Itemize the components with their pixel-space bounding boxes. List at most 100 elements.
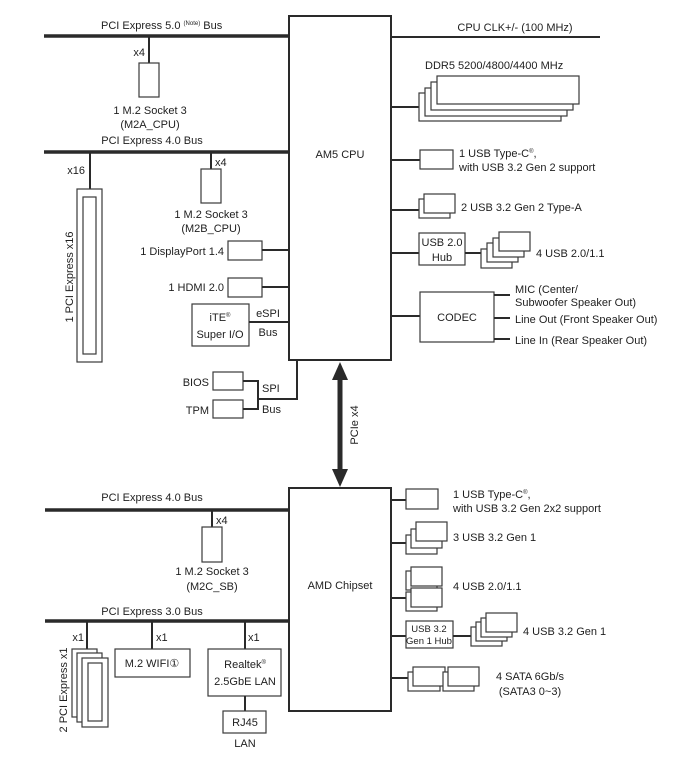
m2c-label-line1: 1 M.2 Socket 3 <box>175 566 248 578</box>
espi-label-line1: eSPI <box>256 308 280 320</box>
m2a-lanes: x4 <box>133 47 145 59</box>
spi-bus-connector <box>243 380 259 410</box>
super-io-label-line2: Super I/O <box>196 329 244 341</box>
wifi-label: M.2 WIFI① <box>125 658 180 670</box>
cpu-usb-c-label-line2: with USB 3.2 Gen 2 support <box>458 162 595 174</box>
memory-label: DDR5 5200/4800/4400 MHz <box>425 60 563 72</box>
super-io-reg-mark: ® <box>226 312 231 319</box>
spi-bus-link <box>258 360 298 400</box>
displayport-port <box>227 240 263 261</box>
usb2-port-stack <box>480 231 531 269</box>
chipset-usb-c-label-line1: 1 USB Type-C®, <box>453 489 531 501</box>
pcie-x16-slot-inner <box>82 196 97 355</box>
pcie-x1-label: 2 PCI Express x1 <box>58 648 70 733</box>
pcie-x1-lanes: x1 <box>72 632 84 644</box>
pcie-x1-slot-inner <box>87 662 103 722</box>
cpu-usb-c-port <box>419 149 454 170</box>
arrow-up-icon <box>332 362 348 380</box>
chipset-block <box>288 487 392 712</box>
cpu-usb-c-text: 1 USB Type-C <box>459 148 529 160</box>
dimm-stack <box>418 75 580 122</box>
displayport-label: 1 DisplayPort 1.4 <box>140 246 224 258</box>
usb-port <box>410 587 443 608</box>
usb-gen1-stack <box>405 521 448 555</box>
usb-port <box>423 193 456 214</box>
spi-label-line2: Bus <box>262 404 281 416</box>
gen1-hub-ports-label: 4 USB 3.2 Gen 1 <box>523 626 606 638</box>
tpm-chip <box>212 399 244 419</box>
super-io-chip <box>191 303 250 347</box>
m2a-socket <box>138 62 160 98</box>
usb2-hub <box>418 232 466 266</box>
sata-port <box>447 666 480 687</box>
chipset-usb-c-text: 1 USB Type-C <box>453 489 523 501</box>
tpm-label: TPM <box>186 405 209 417</box>
bios-label: BIOS <box>183 377 209 389</box>
super-io-label-line1: iTE® <box>210 312 232 324</box>
gen1-hub <box>405 620 454 649</box>
chipset-label: AMD Chipset <box>308 580 373 592</box>
usb-gen2-a-stack <box>418 193 456 219</box>
gen1-hub-label-line1: USB 3.2 <box>411 624 446 635</box>
audio-output-label: MIC (Center/ <box>515 284 579 296</box>
chipset-usb-c-label-line2: with USB 3.2 Gen 2x2 support <box>452 503 601 515</box>
pcie-x16-label: 1 PCI Express x16 <box>64 231 76 322</box>
chipset-pcie4-bus-label: PCI Express 4.0 Bus <box>101 492 203 504</box>
lan-chip <box>207 648 282 697</box>
lan-reg-mark: ® <box>261 659 266 666</box>
audio-output-label: Subwoofer Speaker Out) <box>515 297 636 309</box>
m2c-label-line2: (M2C_SB) <box>186 581 237 593</box>
usb2-hub-label-line1: USB 2.0 <box>422 237 463 249</box>
chipset-usb2-label: 4 USB 2.0/1.1 <box>453 581 522 593</box>
pcie5-bus-note: (Note) <box>184 21 201 27</box>
pcie-x16-lanes: x16 <box>67 165 85 177</box>
spi-label-line1: SPI <box>262 383 280 395</box>
lan-lanes: x1 <box>248 632 260 644</box>
pcie-x4-label: PCIe x4 <box>349 405 361 444</box>
bios-chip <box>212 371 244 391</box>
usb2-hub-label-line2: Hub <box>432 252 452 264</box>
usb-port <box>410 566 443 587</box>
cpu-pcie4-bus-label: PCI Express 4.0 Bus <box>101 135 203 147</box>
dimm-slot <box>436 75 580 105</box>
usb-gen1-label: 3 USB 3.2 Gen 1 <box>453 532 536 544</box>
rj45-caption: LAN <box>234 738 255 750</box>
pcie3-bus-label: PCI Express 3.0 Bus <box>101 606 203 618</box>
rj45-label: RJ45 <box>232 717 258 729</box>
arrow-down-icon <box>332 469 348 487</box>
cpu-usb-c-label-line1: 1 USB Type-C®, <box>459 148 537 160</box>
usb-port <box>485 612 518 633</box>
hdmi-label: 1 HDMI 2.0 <box>168 282 224 294</box>
rj45-port <box>222 710 267 734</box>
hdmi-port <box>227 277 263 298</box>
pcie5-bus-suffix: Bus <box>200 20 223 32</box>
sata-label-line2: (SATA3 0~3) <box>499 686 561 698</box>
codec-label: CODEC <box>437 312 477 324</box>
cpu-label: AM5 CPU <box>316 149 365 161</box>
m2c-lanes: x4 <box>216 515 228 527</box>
cpu-usb-c-comma: , <box>534 148 537 160</box>
m2a-label-line2: (M2A_CPU) <box>120 119 179 131</box>
usb-port <box>415 521 448 542</box>
chipset-usb-c-port <box>405 488 439 510</box>
super-io-brand: iTE <box>210 312 227 324</box>
cpu-usb-c-reg-mark: ® <box>529 148 534 155</box>
gen1-hub-port-stack <box>470 612 518 647</box>
pcie5-bus-label: PCI Express 5.0 (Note) Bus <box>101 20 223 32</box>
m2b-socket <box>200 168 222 204</box>
pcie5-bus-text: PCI Express 5.0 <box>101 20 184 32</box>
chipset-usb-c-comma: , <box>528 489 531 501</box>
gen1-hub-label-line2: Gen 1 Hub <box>406 636 452 647</box>
lan-label-line1: Realtek® <box>224 659 266 671</box>
wifi-lanes: x1 <box>156 632 168 644</box>
lan-brand: Realtek <box>224 659 262 671</box>
sata-label-line1: 4 SATA 6Gb/s <box>496 671 565 683</box>
m2b-label-line2: (M2B_CPU) <box>181 223 240 235</box>
espi-label-line2: Bus <box>259 327 278 339</box>
cpu-clock-label: CPU CLK+/- (100 MHz) <box>457 22 572 34</box>
audio-output-label: Line In (Rear Speaker Out) <box>515 335 647 347</box>
sata-port-stack <box>407 666 480 692</box>
audio-output-label: Line Out (Front Speaker Out) <box>515 314 657 326</box>
m2b-lanes: x4 <box>215 157 227 169</box>
